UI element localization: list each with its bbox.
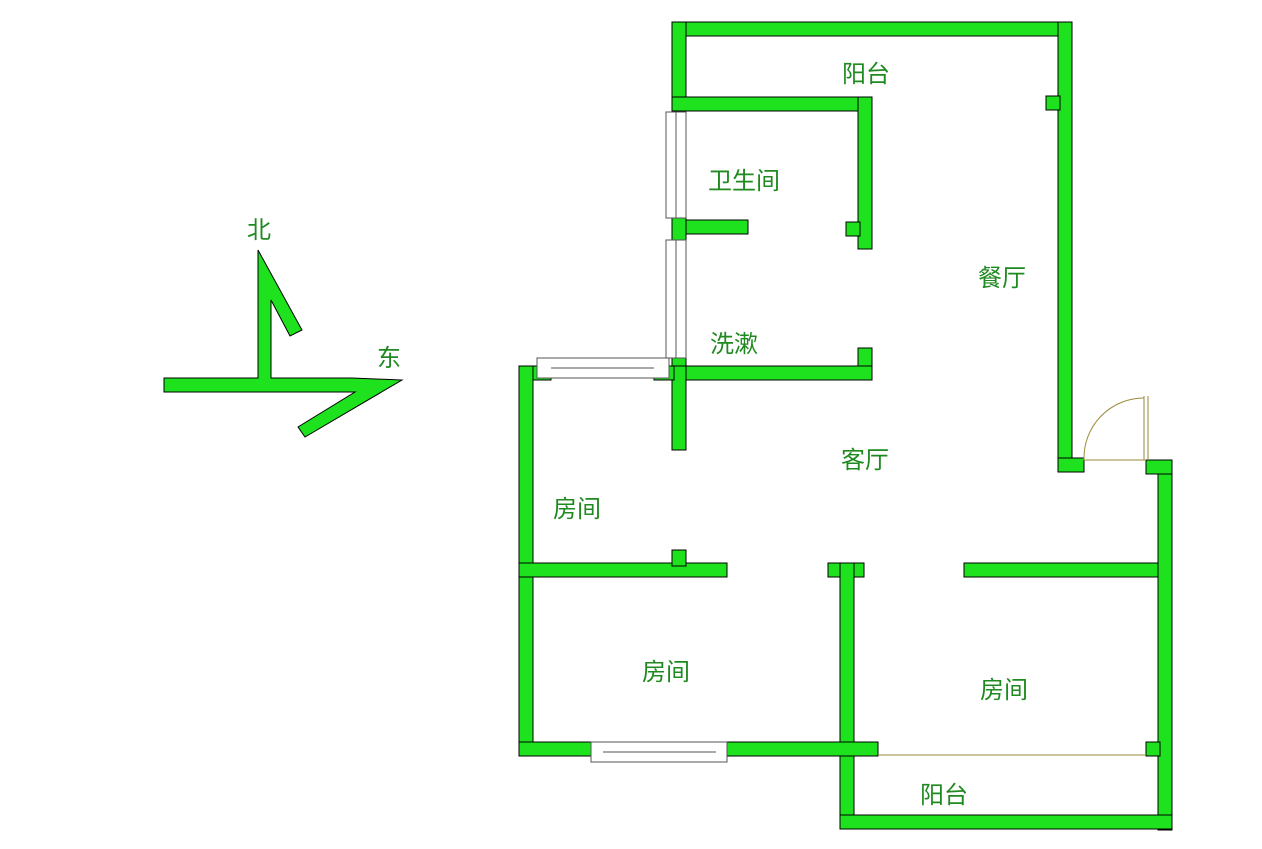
wall-southwest-bottom-right [715,741,879,757]
wall-bottom-balcony-bottom [839,814,1173,830]
wall-east-lower-stub [1145,459,1173,475]
room-labels: 阳台 卫生间 洗漱 餐厅 客厅 房间 房间 房间 阳台 [553,60,1028,809]
windows [536,111,728,763]
wall-east-upper [1057,21,1073,473]
label-bedroom-southwest: 房间 [642,658,690,686]
label-dining-room: 餐厅 [978,264,1026,292]
wall-southwest-bottom [518,741,604,757]
wall-southeast-top [963,562,1173,578]
label-bathroom: 卫生间 [708,167,780,195]
entrance-door-swing [1083,397,1145,461]
wall-washroom-bottom [671,365,873,381]
label-washroom: 洗漱 [710,330,758,358]
wall-east-stub [1045,95,1061,111]
compass-north-label: 北 [247,216,271,244]
compass-arrow-shape [163,249,404,438]
label-living-room: 客厅 [841,446,889,474]
label-balcony-bottom: 阳台 [920,781,968,809]
compass: 北 东 [163,216,404,438]
compass-east-label: 东 [377,344,401,372]
wall-middle-vertical [839,562,855,830]
wall-west-outer [518,365,534,757]
wall-top-balcony-top [671,21,1073,37]
wall-inner-vertical [671,365,687,451]
wall-west-bedroom-stub [671,549,687,567]
wall-bathroom-right-stub [845,221,861,237]
doors [878,396,1149,756]
label-bedroom-west: 房间 [553,495,601,523]
wall-east-bottom-stub [1057,457,1085,473]
wall-west-bedroom-bottom [518,562,728,578]
label-bedroom-southeast: 房间 [980,676,1028,704]
wall-bathroom-top [671,96,873,112]
wall-east-lower [1157,459,1173,831]
walls [518,21,1173,831]
label-balcony-top: 阳台 [842,60,890,88]
wall-bathroom-right [857,96,873,250]
wall-southeast-bottom-stub [1145,741,1161,757]
